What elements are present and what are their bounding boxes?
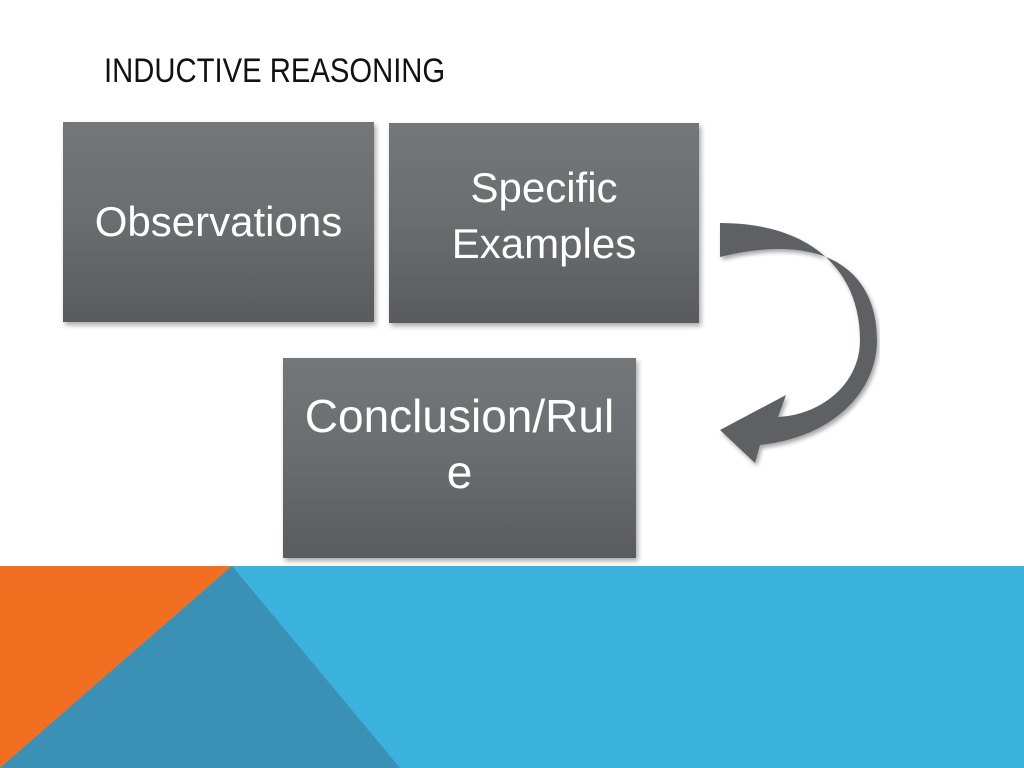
- specific-examples-box: Specific Examples: [389, 123, 699, 323]
- observations-label: Observations: [94, 198, 343, 245]
- observations-box: Observations: [63, 122, 374, 322]
- slide-title: INDUCTIVE REASONING: [104, 52, 446, 90]
- curved-arrow-icon: [720, 223, 877, 463]
- conclusion-label: Conclusion/Rule: [304, 390, 615, 498]
- conclusion-box: Conclusion/Rule: [283, 358, 636, 558]
- footer-banner: [0, 566, 1024, 768]
- specific-examples-label: Specific Examples: [451, 164, 637, 267]
- footer-teal-triangle: [0, 566, 400, 768]
- curved-arrow-shape: [720, 223, 877, 463]
